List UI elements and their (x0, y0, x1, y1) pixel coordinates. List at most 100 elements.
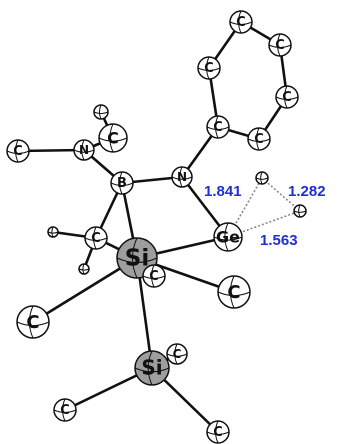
atom-label: C (173, 347, 182, 361)
atom-cS2c: C (206, 420, 230, 444)
atom-ellipsoid-line (229, 21, 253, 25)
atom-label: C (26, 312, 39, 333)
atom-ellipsoid-line (119, 171, 123, 195)
atom-label: C (275, 38, 285, 53)
atom-r3: C (268, 33, 292, 57)
atom-r4: C (275, 85, 299, 109)
atom-cSiL: C (16, 305, 50, 339)
atom-ellipsoid-line (132, 237, 138, 279)
atom-ellipsoid-line (81, 139, 85, 161)
atom-label: C (204, 61, 214, 76)
atom-cSi1: C (142, 264, 166, 288)
atom-ellipsoid-line (78, 268, 90, 271)
atom-hGe (255, 171, 269, 185)
atom-cMeA: C (98, 123, 128, 153)
atom-ellipsoid-line (217, 291, 251, 297)
atom-label: C (213, 120, 223, 135)
atom-label: C (91, 231, 101, 246)
atom-cS2a: C (166, 343, 188, 365)
atom-label: C (254, 132, 264, 147)
atom-ellipsoid-line (116, 257, 158, 263)
atom-ellipsoid-line (215, 420, 219, 444)
atom-ellipsoid-line (197, 67, 221, 71)
atom-ellipsoid-line (224, 222, 229, 252)
atom-label: C (236, 15, 246, 30)
atom-ellipsoid-line (171, 176, 193, 180)
atom-ellipsoid-line (53, 409, 77, 413)
distance-label-ge-h: 1.841 (204, 183, 242, 200)
atom-ellipsoid-line (73, 149, 95, 153)
atom-ellipsoid-line (93, 111, 109, 115)
atom-ellipsoid-line (93, 226, 97, 250)
atom-h1 (93, 104, 109, 120)
atom-cPh: C (206, 115, 230, 139)
atom-label: C (149, 269, 159, 284)
atom-label: C (227, 282, 240, 303)
atom-ellipsoid-line (47, 231, 59, 234)
atom-n2: N (73, 139, 95, 161)
atom-si2: Si (134, 350, 170, 386)
atom-label: B (117, 176, 127, 191)
atom-ellipsoid-line (28, 305, 34, 339)
atom-sphere (293, 204, 307, 218)
atom-ellipsoid-line (268, 44, 292, 48)
atom-ellipsoid-line (206, 56, 210, 80)
atom-ellipsoid-line (110, 182, 134, 186)
atom-ellipsoid-line (98, 104, 102, 120)
atom-r5: C (247, 127, 271, 151)
atom-cSiR: C (217, 275, 251, 309)
atom-label: Ge (216, 227, 240, 246)
atom-ellipsoid-line (260, 171, 263, 185)
atom-ellipsoid-line (298, 204, 301, 218)
atom-h3 (78, 263, 90, 275)
atom-ellipsoid-line (247, 138, 271, 142)
distance-label-ge-h2: 1.563 (260, 232, 298, 249)
atom-label: N (177, 170, 187, 184)
atom-label: C (60, 403, 70, 418)
atom-n1: N (171, 166, 193, 188)
atom-hH (293, 204, 307, 218)
atom-ellipsoid-line (16, 321, 50, 327)
atom-cCH2: C (84, 226, 108, 250)
atom-sphere (47, 226, 59, 238)
atom-ellipsoid-line (82, 263, 85, 275)
atom-ellipsoid-line (179, 166, 183, 188)
atom-r2: C (229, 10, 253, 34)
atom-ellipsoid-line (256, 127, 260, 151)
atom-sphere (93, 104, 109, 120)
atom-ellipsoid-line (255, 177, 269, 180)
distance-label-h-h: 1.282 (288, 183, 326, 200)
atom-cS2b: C (53, 398, 77, 422)
atom-ellipsoid-line (215, 115, 219, 139)
atom-ellipsoid-line (15, 139, 19, 163)
atom-label: C (213, 425, 223, 440)
atom-label: N (79, 143, 89, 157)
atom-label: C (13, 144, 23, 159)
atom-ellipsoid-line (51, 226, 54, 238)
atom-ge: Ge (213, 222, 243, 252)
atom-ellipsoid-line (142, 275, 166, 279)
dotted-bond-hGe-hH (261, 177, 301, 212)
atom-ellipsoid-line (84, 237, 108, 241)
atom-ellipsoid-line (151, 264, 155, 288)
atom-ellipsoid-line (284, 85, 288, 109)
atom-sphere (78, 263, 90, 275)
atom-ellipsoid-line (277, 33, 281, 57)
atom-ellipsoid-line (238, 10, 242, 34)
atom-label: Si (141, 355, 162, 379)
atom-ellipsoid-line (98, 137, 128, 142)
atom-ellipsoid-line (134, 367, 170, 373)
atom-ellipsoid-line (229, 275, 235, 309)
atom-ellipsoid-line (293, 210, 307, 213)
atom-ellipsoid-line (206, 126, 230, 130)
atom-r1: C (197, 56, 221, 80)
atom-ellipsoid-line (275, 96, 299, 100)
atom-b: B (110, 171, 134, 195)
atom-ellipsoid-line (147, 350, 153, 386)
dotted-bond-ge-hGe (227, 177, 263, 238)
atom-ellipsoid-line (6, 150, 30, 154)
atom-label: C (282, 90, 292, 105)
atom-label: Si (125, 246, 149, 272)
